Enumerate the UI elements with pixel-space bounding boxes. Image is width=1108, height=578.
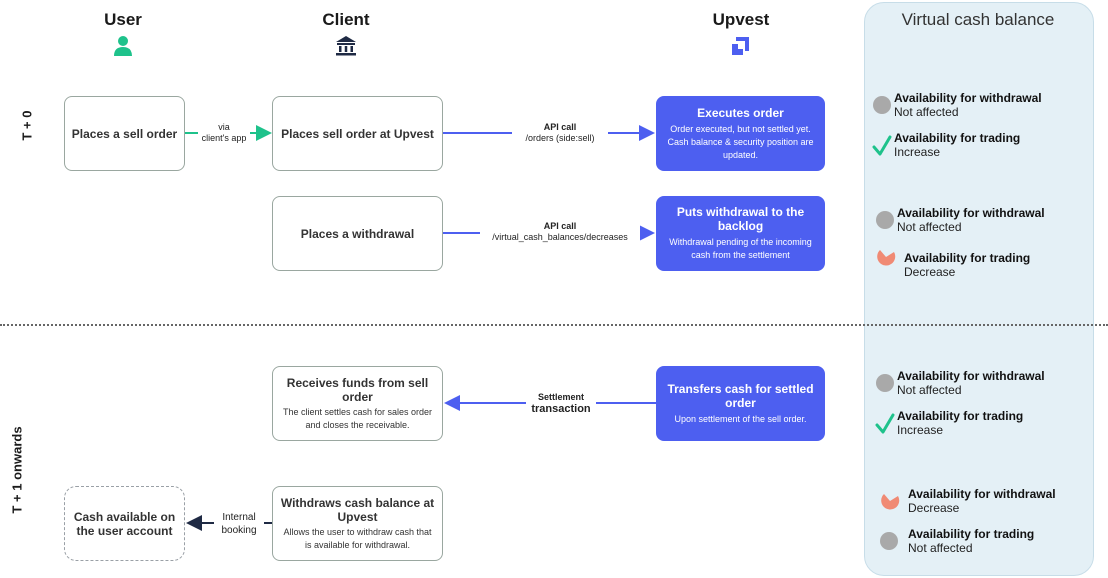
box-description: Upon settlement of the sell order. — [674, 413, 807, 424]
box-title: Puts withdrawal to the backlog — [676, 205, 805, 233]
box-description: Order executed, but not settled yet. Cas… — [667, 123, 814, 160]
box-title: Cash available on the user account — [73, 509, 176, 538]
edge-label-api-orders: API call /orders (side:sell) — [512, 122, 608, 144]
status-trading-t1-settlement: Availability for trading Increase — [897, 409, 1023, 437]
status-value: Not affected — [894, 105, 959, 119]
box-description: Withdrawal pending of the incoming cash … — [669, 237, 812, 260]
status-withdrawal-t1-withdraw: Availability for withdrawal Decrease — [908, 487, 1056, 515]
edge-label-line1: API call — [543, 122, 577, 132]
status-withdrawal-t0-backlog: Availability for withdrawal Not affected — [897, 206, 1045, 234]
status-value: Not affected — [908, 541, 973, 555]
user-column-title: User — [104, 10, 142, 29]
upvest-executes-order-box: Executes order Order executed, but not s… — [656, 96, 825, 171]
edge-label-line2: /virtual_cash_balances/decreases — [492, 232, 628, 242]
neutral-circle-icon — [876, 211, 894, 229]
status-value: Not affected — [897, 383, 962, 397]
client-column-title: Client — [322, 10, 370, 29]
status-trading-t0-backlog: Availability for trading Decrease — [904, 251, 1030, 279]
status-trading-t1-withdraw: Availability for trading Not affected — [908, 527, 1034, 555]
status-value: Decrease — [908, 501, 960, 515]
edge-label-line1: Settlement — [537, 392, 584, 402]
edge-label-line2: booking — [221, 525, 257, 536]
edge-label-via-app: via client's app — [198, 122, 250, 144]
edge-label-line1: via — [218, 122, 230, 132]
client-sell-order-box: Places sell order at Upvest — [272, 96, 443, 171]
upvest-column-title: Upvest — [712, 10, 770, 29]
status-value: Increase — [897, 423, 944, 437]
decrease-pie-icon — [877, 250, 896, 266]
edge-label-line2: client's app — [201, 133, 247, 143]
status-title: Availability for withdrawal — [894, 91, 1042, 105]
status-title: Availability for withdrawal — [908, 487, 1056, 501]
neutral-circle-icon — [873, 96, 891, 114]
box-title: Places sell order at Upvest — [281, 126, 434, 141]
upvest-logo-icon — [732, 37, 749, 55]
edge-label-line1: API call — [543, 221, 577, 231]
box-title: Places a withdrawal — [300, 226, 415, 241]
box-title: Places a sell order — [71, 126, 178, 141]
user-cash-available-box: Cash available on the user account — [64, 486, 185, 561]
edge-label-internal-booking: Internal booking — [214, 511, 264, 537]
status-title: Availability for trading — [904, 251, 1031, 265]
status-title: Availability for withdrawal — [897, 369, 1045, 383]
neutral-circle-icon — [880, 532, 898, 550]
checkmark-icon — [875, 413, 895, 434]
status-value: Increase — [894, 145, 941, 159]
client-withdraws-cash-box: Withdraws cash balance at Upvest Allows … — [272, 486, 443, 561]
status-title: Availability for trading — [894, 131, 1021, 145]
box-title: Executes order — [697, 105, 784, 120]
phase-divider — [0, 324, 1108, 326]
client-receives-funds-box: Receives funds from sell order The clien… — [272, 366, 443, 441]
checkmark-icon — [872, 135, 892, 156]
virtual-cash-balance-title: Virtual cash balance — [901, 10, 1055, 29]
box-description: The client settles cash for sales order … — [282, 406, 433, 430]
edge-label-settlement: Settlement transaction — [526, 392, 596, 416]
status-value: Decrease — [904, 265, 956, 279]
box-title: Transfers cash for settled order — [667, 381, 814, 410]
status-value: Not affected — [897, 220, 962, 234]
status-withdrawal-t0-order: Availability for withdrawal Not affected — [894, 91, 1042, 119]
upvest-backlog-box: Puts withdrawal to the backlog Withdrawa… — [656, 196, 825, 271]
user-sell-order-box: Places a sell order — [64, 96, 185, 171]
virtual-cash-balance-panel — [864, 2, 1094, 576]
status-trading-t0-order: Availability for trading Increase — [894, 131, 1020, 159]
upvest-transfers-cash-box: Transfers cash for settled order Upon se… — [656, 366, 825, 441]
edge-label-line1: Internal — [222, 512, 256, 523]
box-title: Withdraws cash balance at Upvest — [280, 495, 435, 524]
edge-label-line2: transaction — [531, 403, 591, 415]
client-withdrawal-box: Places a withdrawal — [272, 196, 443, 271]
status-withdrawal-t1-settlement: Availability for withdrawal Not affected — [897, 369, 1045, 397]
box-title: Receives funds from sell order — [286, 375, 429, 404]
neutral-circle-icon — [876, 374, 894, 392]
status-title: Availability for trading — [908, 527, 1035, 541]
status-title: Availability for withdrawal — [897, 206, 1045, 220]
user-icon — [114, 36, 132, 56]
box-description: Allows the user to withdraw cash that is… — [283, 526, 432, 550]
status-title: Availability for trading — [897, 409, 1024, 423]
edge-label-line2: /orders (side:sell) — [525, 133, 595, 143]
bank-icon — [336, 36, 356, 56]
edge-label-api-vcb: API call /virtual_cash_balances/decrease… — [480, 221, 640, 243]
decrease-pie-icon — [881, 494, 900, 510]
